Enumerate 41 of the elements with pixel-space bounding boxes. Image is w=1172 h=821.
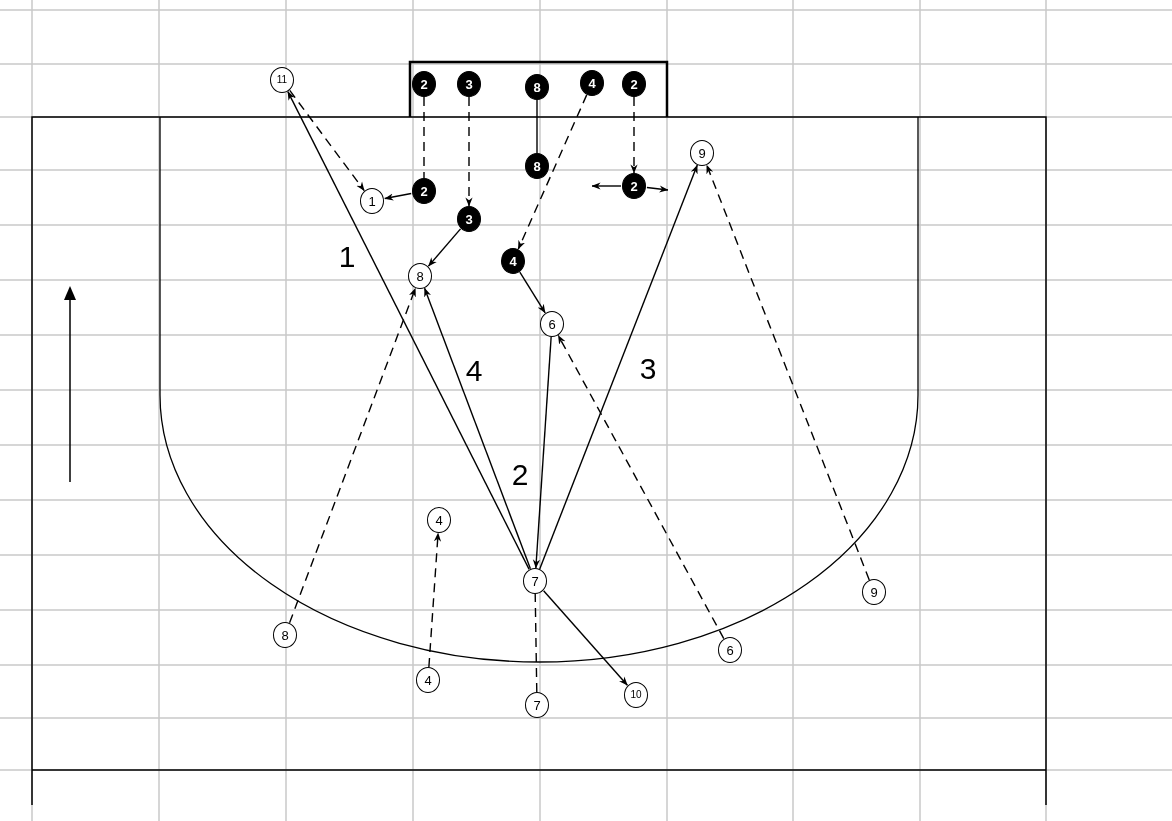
defender-marker: 2 (622, 173, 646, 199)
arrow (591, 182, 622, 190)
defender-marker: 4 (501, 248, 525, 274)
defender-marker: 2 (622, 71, 646, 97)
attacker-marker: 8 (273, 622, 297, 648)
arrow (539, 164, 698, 570)
arrow (288, 287, 417, 624)
defender-marker: 2 (412, 178, 436, 204)
arrow (646, 185, 669, 193)
arrow (384, 192, 412, 201)
attacker-marker: 7 (523, 568, 547, 594)
arrow (519, 271, 546, 314)
attacker-marker: 7 (525, 692, 549, 718)
attacker-marker: 10 (624, 682, 648, 708)
attacker-marker: 1 (360, 188, 384, 214)
defender-marker: 4 (580, 70, 604, 96)
arrow (517, 94, 588, 250)
attacker-marker: 4 (427, 507, 451, 533)
defender-marker: 8 (525, 153, 549, 179)
defender-marker: 3 (457, 206, 481, 232)
defender-marker: 3 (457, 71, 481, 97)
attacker-marker: 9 (690, 140, 714, 166)
attacker-marker: 6 (718, 637, 742, 663)
arrow (465, 96, 473, 207)
arrow (423, 287, 532, 570)
attacker-marker: 4 (416, 667, 440, 693)
defender-marker: 8 (525, 74, 549, 100)
attacker-marker: 11 (270, 67, 294, 93)
attacker-marker: 9 (862, 579, 886, 605)
arrow (557, 334, 725, 640)
arrow (427, 228, 462, 267)
arrow (542, 590, 629, 686)
attacker-marker: 8 (408, 263, 432, 289)
defender-marker: 2 (412, 71, 436, 97)
arrow (630, 96, 638, 174)
arrow (532, 336, 552, 569)
arrow (428, 532, 442, 668)
arrow (706, 164, 870, 581)
arrow (289, 89, 365, 192)
arrow (287, 90, 530, 571)
attacker-marker: 6 (540, 311, 564, 337)
